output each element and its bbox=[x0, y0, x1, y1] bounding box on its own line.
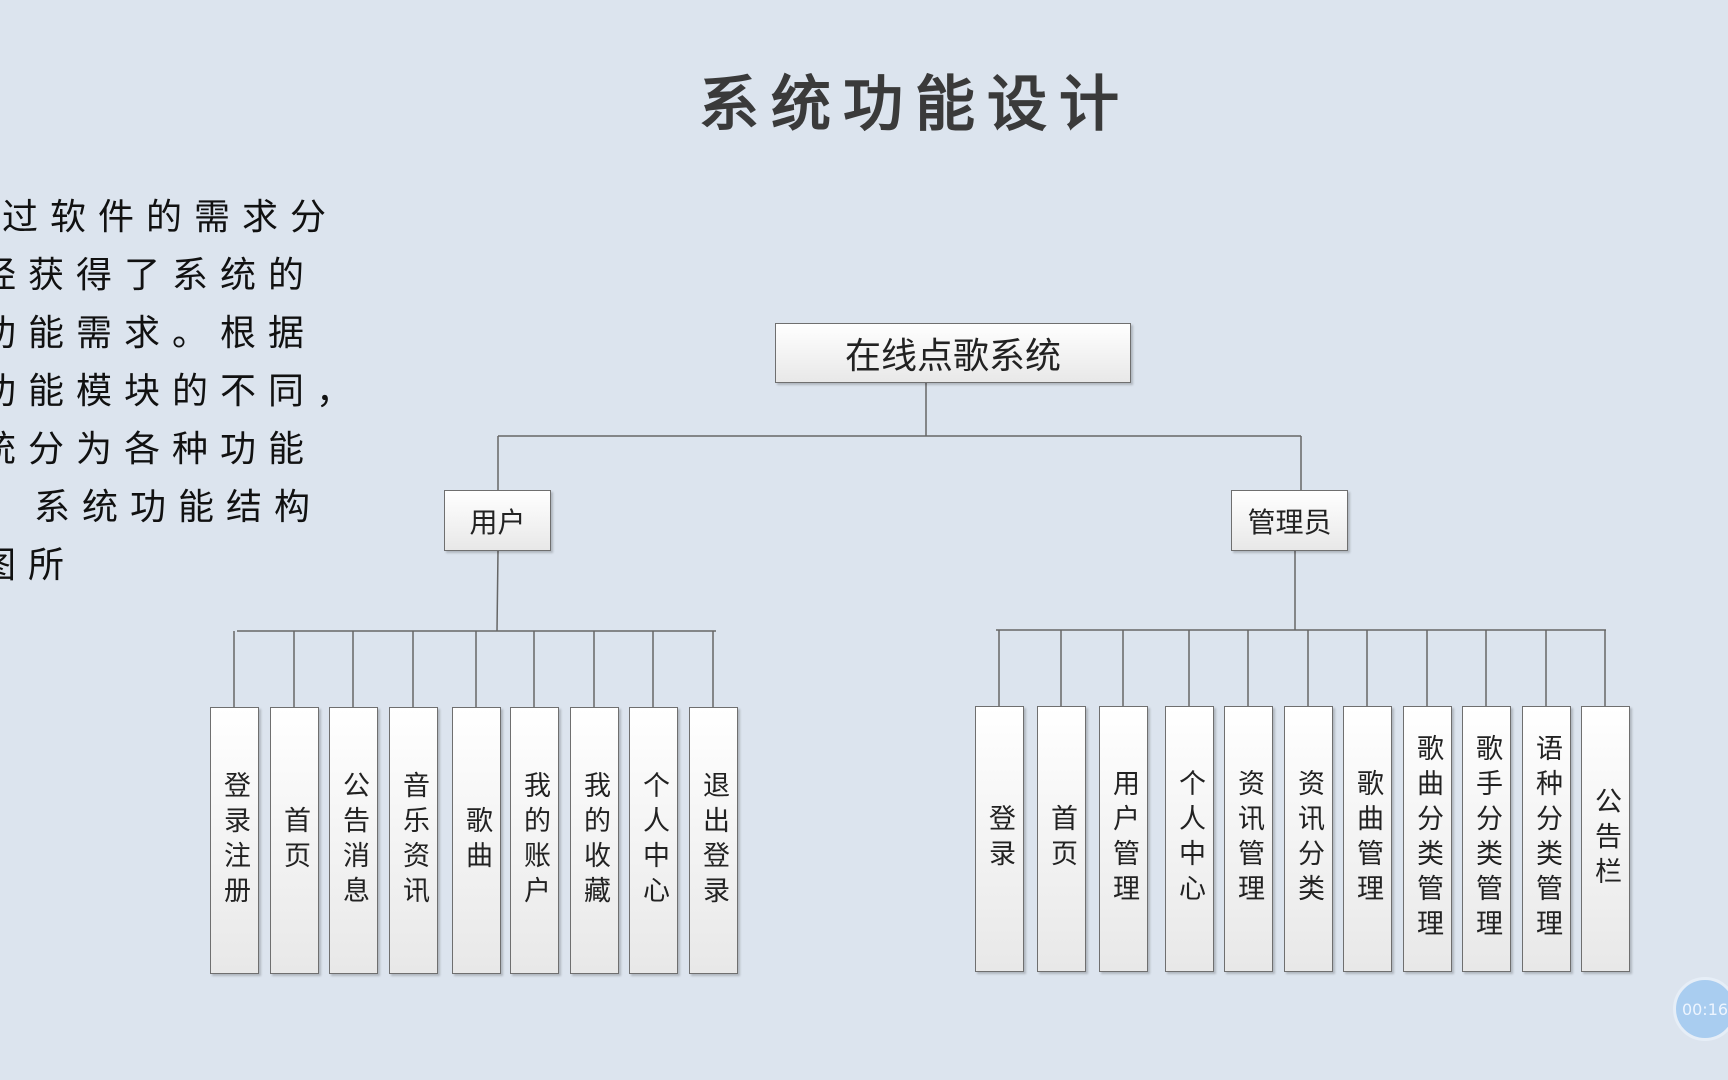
admin-node: 管理员 bbox=[1231, 490, 1348, 551]
leaf-label: 语种分类管理 bbox=[1531, 734, 1562, 944]
intro-line: 功能模块的不同， bbox=[0, 371, 365, 412]
leaf-label: 我的账户 bbox=[519, 770, 550, 911]
leaf-label: 登录 bbox=[984, 804, 1015, 874]
leaf-label: 歌曲 bbox=[461, 805, 492, 876]
user-leaf-node: 音乐资讯 bbox=[389, 707, 438, 974]
leaf-label: 资讯分类 bbox=[1293, 769, 1324, 909]
user-leaf-node: 我的账户 bbox=[510, 707, 559, 974]
user-leaf-node: 我的收藏 bbox=[570, 707, 619, 974]
admin-leaf-node: 语种分类管理 bbox=[1522, 706, 1571, 972]
leaf-label: 用户管理 bbox=[1108, 769, 1139, 909]
leaf-label: 公告栏 bbox=[1590, 786, 1621, 892]
leaf-label: 个人中心 bbox=[1174, 769, 1205, 909]
leaf-label: 个人中心 bbox=[638, 770, 669, 911]
root-node: 在线点歌系统 bbox=[775, 323, 1131, 383]
timer-badge: 00:16 bbox=[1673, 977, 1728, 1041]
intro-line: 过软件的需求分 bbox=[2, 197, 339, 238]
user-leaf-node: 歌曲 bbox=[452, 707, 501, 974]
user-leaf-node: 公告消息 bbox=[329, 707, 378, 974]
intro-line: ，系统功能结构 bbox=[0, 487, 323, 528]
admin-leaf-node: 公告栏 bbox=[1581, 706, 1630, 972]
intro-line: 功能需求。根据 bbox=[0, 313, 317, 354]
admin-leaf-node: 首页 bbox=[1037, 706, 1086, 972]
leaf-label: 歌曲分类管理 bbox=[1412, 734, 1443, 944]
admin-leaf-node: 个人中心 bbox=[1165, 706, 1214, 972]
connector-line bbox=[496, 550, 499, 632]
admin-leaf-node: 登录 bbox=[975, 706, 1024, 972]
user-node: 用户 bbox=[444, 490, 551, 551]
admin-leaf-node: 歌曲分类管理 bbox=[1403, 706, 1452, 972]
leaf-label: 登录注册 bbox=[219, 770, 250, 911]
intro-line: 统分为各种功能 bbox=[0, 429, 317, 470]
leaf-label: 退出登录 bbox=[698, 770, 729, 911]
leaf-label: 首页 bbox=[279, 805, 310, 876]
admin-leaf-node: 用户管理 bbox=[1099, 706, 1148, 972]
user-leaf-node: 登录注册 bbox=[210, 707, 259, 974]
leaf-label: 资讯管理 bbox=[1233, 769, 1264, 909]
admin-leaf-node: 资讯分类 bbox=[1284, 706, 1333, 972]
intro-line: 图所 bbox=[0, 545, 77, 586]
intro-line: 经获得了系统的 bbox=[0, 255, 317, 296]
leaf-label: 歌手分类管理 bbox=[1471, 734, 1502, 944]
leaf-label: 公告消息 bbox=[338, 770, 369, 911]
leaf-label: 歌曲管理 bbox=[1352, 769, 1383, 909]
admin-leaf-node: 歌曲管理 bbox=[1343, 706, 1392, 972]
user-leaf-node: 退出登录 bbox=[689, 707, 738, 974]
leaf-label: 首页 bbox=[1046, 804, 1077, 874]
user-leaf-node: 个人中心 bbox=[629, 707, 678, 974]
admin-leaf-node: 歌手分类管理 bbox=[1462, 706, 1511, 972]
leaf-label: 音乐资讯 bbox=[398, 770, 429, 911]
user-leaf-node: 首页 bbox=[270, 707, 319, 974]
slide-title: 系统功能设计 bbox=[699, 70, 1131, 140]
admin-leaf-node: 资讯管理 bbox=[1224, 706, 1273, 972]
leaf-label: 我的收藏 bbox=[579, 770, 610, 911]
